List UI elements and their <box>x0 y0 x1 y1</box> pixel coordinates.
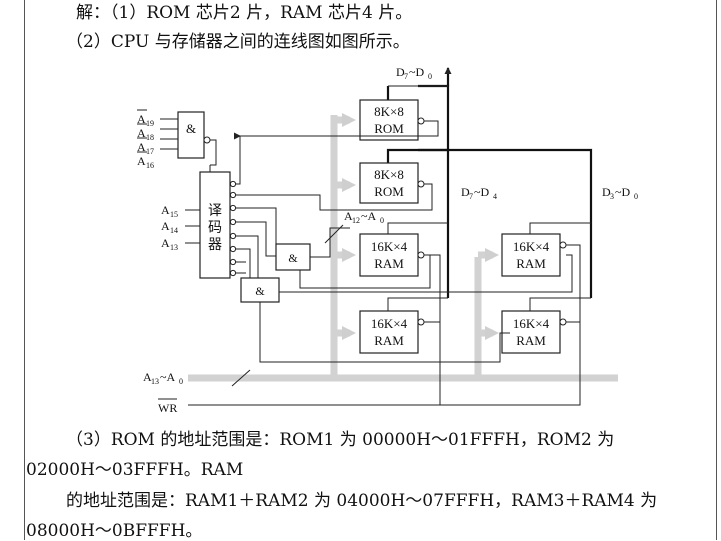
ram1-chip: 16K×4 RAM <box>359 233 425 277</box>
svg-text:0: 0 <box>634 192 638 201</box>
wr-label: WR <box>158 398 177 415</box>
svg-text:13: 13 <box>151 377 159 386</box>
bus-label-d7-d0-top: D 7 ~D 0 <box>396 65 432 81</box>
svg-text:7: 7 <box>404 72 408 81</box>
ram2-data-link <box>387 297 448 311</box>
svg-text:~A: ~A <box>361 209 376 223</box>
svg-text:0: 0 <box>380 216 384 225</box>
svg-text:D: D <box>461 185 470 199</box>
ram4-size: 16K×4 <box>513 316 550 331</box>
bus-label-d7-d4: D 7 ~D 4 <box>461 185 497 201</box>
rom2-cs-line <box>234 183 433 211</box>
ram2-type: RAM <box>374 333 404 348</box>
svg-text:15: 15 <box>170 210 178 219</box>
ram3-data-link <box>529 222 591 234</box>
rom1-size: 8K×8 <box>374 104 404 119</box>
svg-text:0: 0 <box>428 72 432 81</box>
wr-ram-left <box>424 321 441 405</box>
rom2-chip: 8K×8 ROM <box>359 162 425 204</box>
ram1-type: RAM <box>374 256 404 271</box>
and-gate-lower: & <box>240 277 280 303</box>
bus-label-a13-a0: A 13 ~A 0 <box>143 370 183 386</box>
ram4-data-link <box>529 297 591 311</box>
answer-line-5: 的地址范围是：RAM1＋RAM2 为 04000H～07FFFH，RAM3＋RA… <box>66 491 658 511</box>
svg-text:A: A <box>137 126 146 140</box>
svg-text:A: A <box>161 236 170 250</box>
decoder-input-labels: A 15 A 14 A 13 <box>161 203 178 252</box>
bus-label-a12-a0: A 12 ~A 0 <box>344 209 384 225</box>
svg-text:0: 0 <box>179 377 183 386</box>
svg-text:~D: ~D <box>409 65 424 79</box>
rom2-type: ROM <box>374 184 404 199</box>
svg-text:器: 器 <box>208 238 222 253</box>
svg-text:18: 18 <box>146 133 154 142</box>
answer-line-6: 08000H～0BFFFH。 <box>26 521 203 541</box>
wr-ram3 <box>566 244 581 322</box>
svg-text:4: 4 <box>493 192 497 201</box>
svg-text:&: & <box>186 121 196 136</box>
answer-line-3: （3）ROM 的地址范围是：ROM1 为 00000H～01FFFH，ROM2 … <box>66 430 615 450</box>
svg-text:译: 译 <box>208 203 222 219</box>
answer-line-1: 解：（1）ROM 芯片2 片，RAM 芯片4 片。 <box>76 3 413 23</box>
ram34-cs-line <box>258 254 573 293</box>
and-gate-upper: & <box>275 227 350 271</box>
ram12-cs-line <box>299 254 431 289</box>
ram3-type: RAM <box>516 256 546 271</box>
svg-text:~A: ~A <box>160 370 175 384</box>
ram2-size: 16K×4 <box>371 316 408 331</box>
data-bus-rom2-link <box>386 148 593 298</box>
svg-text:A: A <box>161 219 170 233</box>
wr-line <box>188 321 581 406</box>
answer-line-4: 02000H～03FFFH。RAM <box>26 460 244 480</box>
svg-text:D: D <box>602 185 611 199</box>
svg-text:A: A <box>137 140 146 154</box>
ram3-size: 16K×4 <box>513 239 550 254</box>
nand-gate: & <box>160 111 217 166</box>
svg-text:16: 16 <box>146 161 154 170</box>
rom1-chip: 8K×8 ROM <box>359 99 425 141</box>
svg-text:7: 7 <box>469 192 473 201</box>
svg-text:~D: ~D <box>474 185 489 199</box>
rom2-size: 8K×8 <box>374 167 404 182</box>
ram2-chip: 16K×4 RAM <box>359 310 425 354</box>
bus-label-d3-d0: D 3 ~D 0 <box>602 185 638 201</box>
right-border <box>716 0 717 540</box>
nand-input-labels: A 19 A 18 A 17 A 16 <box>137 109 154 170</box>
svg-text:12: 12 <box>352 216 360 225</box>
ram3-chip: 16K×4 RAM <box>501 233 567 277</box>
svg-text:14: 14 <box>170 226 178 235</box>
left-border <box>24 0 25 540</box>
rom1-type: ROM <box>374 121 404 136</box>
ram4-chip: 16K×4 RAM <box>501 310 567 354</box>
svg-text:13: 13 <box>170 243 178 252</box>
rom1-cs-line <box>234 120 439 185</box>
ram1-data-link <box>387 222 448 234</box>
ram1-size: 16K×4 <box>371 239 408 254</box>
svg-text:A: A <box>344 209 353 223</box>
svg-text:WR: WR <box>158 401 177 415</box>
answer-line-2: （2）CPU 与存储器之间的连线图如图所示。 <box>66 32 410 52</box>
svg-text:A: A <box>143 370 152 384</box>
svg-text:码: 码 <box>208 220 222 236</box>
svg-text:D: D <box>396 65 405 79</box>
bus-slash-a12 <box>324 224 344 244</box>
svg-text:A: A <box>137 112 146 126</box>
svg-text:17: 17 <box>146 147 154 156</box>
bus-slash-a13 <box>231 369 251 387</box>
svg-text:&: & <box>255 284 265 298</box>
data-bus-d7-d0 <box>418 84 450 298</box>
ram4-type: RAM <box>516 333 546 348</box>
svg-text:A: A <box>161 203 170 217</box>
decoder-block: 译 码 器 <box>185 165 277 291</box>
svg-text:A: A <box>137 154 146 168</box>
bottom-and-out <box>259 302 510 363</box>
svg-text:~D: ~D <box>615 185 630 199</box>
svg-text:19: 19 <box>146 119 154 128</box>
svg-text:&: & <box>288 251 298 265</box>
svg-text:3: 3 <box>610 192 614 201</box>
